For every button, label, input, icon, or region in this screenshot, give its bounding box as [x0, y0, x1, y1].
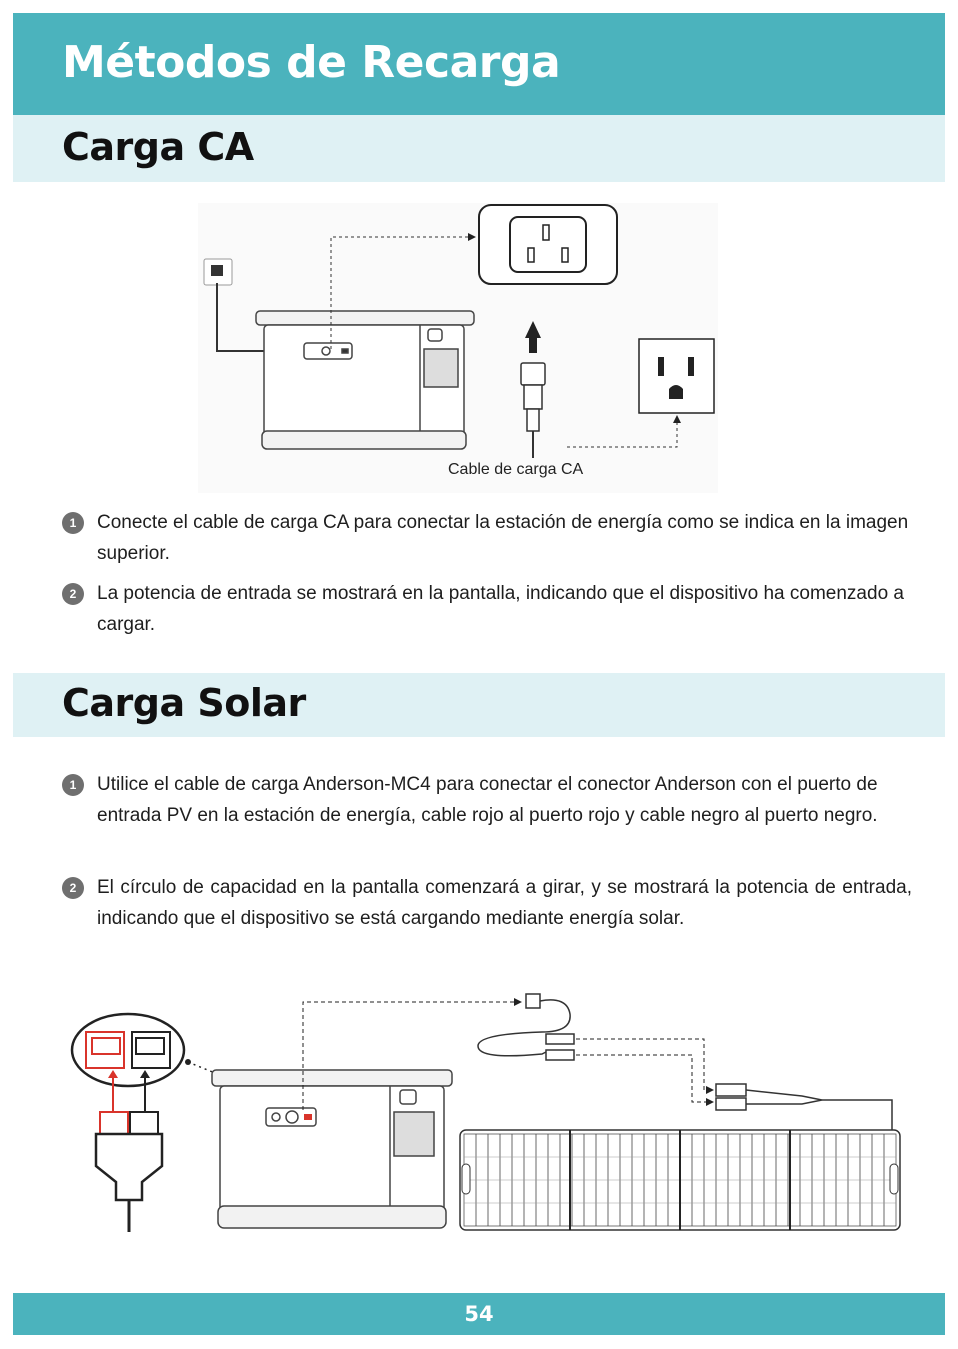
section-heading-ca: Carga CA — [62, 125, 254, 169]
solar-panel-illustration — [459, 1129, 901, 1231]
anderson-connector-icon — [70, 1012, 186, 1232]
page-number: 54 — [464, 1302, 494, 1326]
ac-inlet-icon — [478, 204, 618, 285]
anderson-mc4-cable-icon — [477, 993, 575, 1061]
step-number-badge: 1 — [62, 774, 84, 796]
solar-charging-diagram — [70, 993, 901, 1232]
step-text: La potencia de entrada se mostrará en la… — [97, 583, 904, 635]
ac-cable-plug-icon — [520, 321, 546, 458]
wall-plug-icon — [203, 258, 316, 357]
ac-step-1: 1 Conecte el cable de carga CA para cone… — [62, 507, 912, 569]
ac-cable-label: Cable de carga CA — [448, 461, 584, 478]
page-title: Métodos de Recarga — [62, 37, 561, 88]
step-number-badge: 2 — [62, 583, 84, 605]
solar-step-1: 1 Utilice el cable de carga Anderson-MC4… — [62, 769, 912, 863]
step-text: Conecte el cable de carga CA para conect… — [97, 512, 909, 564]
section-header-ca: Carga CA — [13, 115, 945, 182]
page-footer: 54 — [13, 1293, 945, 1335]
ac-step-2: 2 La potencia de entrada se mostrará en … — [62, 578, 912, 640]
page-title-bar: Métodos de Recarga — [13, 13, 945, 115]
ac-charging-diagram — [198, 203, 718, 493]
solar-step-2: 2 El círculo de capacidad en la pantalla… — [62, 872, 912, 966]
wall-outlet-icon — [638, 338, 715, 414]
power-station-illustration — [211, 1069, 453, 1229]
step-text: Utilice el cable de carga Anderson-MC4 p… — [97, 774, 878, 826]
step-number-badge: 1 — [62, 512, 84, 534]
step-text: El círculo de capacidad en la pantalla c… — [97, 877, 912, 929]
step-number-badge: 2 — [62, 877, 84, 899]
power-station-illustration — [255, 310, 475, 450]
mc4-y-connector-icon — [715, 1083, 893, 1130]
section-header-solar: Carga Solar — [13, 673, 945, 737]
section-heading-solar: Carga Solar — [62, 681, 306, 725]
